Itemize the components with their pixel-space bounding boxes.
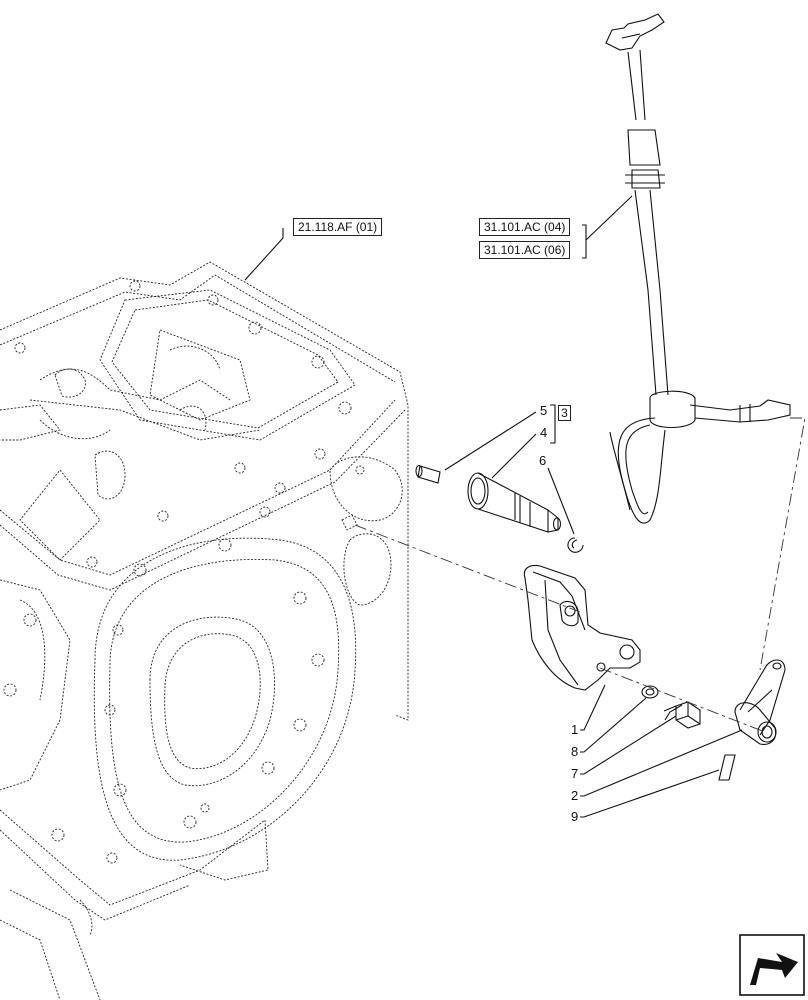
quantity-box: 3 xyxy=(558,405,571,421)
callout-7: 7 xyxy=(571,766,579,781)
callout-8: 8 xyxy=(571,744,579,759)
sensor-reference-label-a[interactable]: 31.101.AC (04) xyxy=(479,218,571,236)
callout-4: 4 xyxy=(540,425,548,440)
sensor-reference-label-b[interactable]: 31.101.AC (06) xyxy=(479,241,571,259)
small-parts xyxy=(641,659,786,781)
transmission-housing xyxy=(0,261,409,1000)
callout-2: 2 xyxy=(571,788,579,803)
shaft-assembly xyxy=(415,464,584,553)
callout-5: 5 xyxy=(540,403,548,418)
leader-lines xyxy=(244,195,743,818)
housing-reference-label[interactable]: 21.118.AF (01) xyxy=(293,218,383,236)
next-page-arrow-icon[interactable] xyxy=(739,934,805,996)
callout-9: 9 xyxy=(571,809,579,824)
callout-6: 6 xyxy=(539,453,547,468)
assembly-centerlines xyxy=(354,417,806,733)
callout-1: 1 xyxy=(571,722,579,737)
bracket xyxy=(523,564,641,691)
sensor-cable xyxy=(605,13,791,524)
